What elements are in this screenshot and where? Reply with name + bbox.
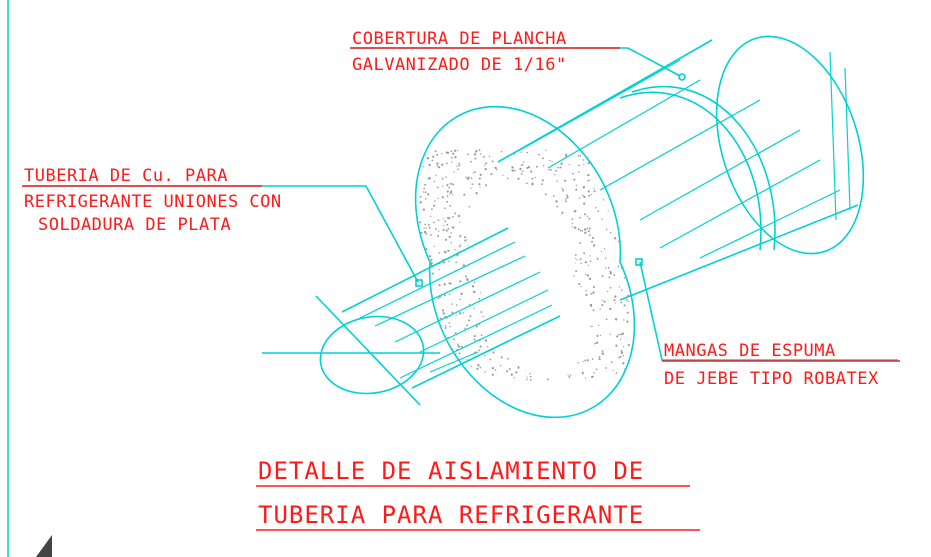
label-mangas-line2: DE JEBE TIPO ROBATEX (664, 369, 879, 389)
label-mangas-line1: MANGAS DE ESPUMA (664, 341, 836, 361)
title-line1: DETALLE DE AISLAMIENTO DE (258, 457, 644, 485)
leader-mangas (635, 258, 898, 361)
label-tuberia-line3: SOLDADURA DE PLATA (38, 215, 231, 235)
galvanized-cover (497, 35, 865, 301)
label-cobertura-line1: COBERTURA DE PLANCHA (352, 29, 567, 49)
copper-pipe (262, 227, 561, 406)
label-cobertura-line2: GALVANIZADO DE 1/16" (352, 55, 567, 75)
label-tuberia-line2: REFRIGERANTE UNIONES CON (24, 192, 282, 212)
title-line2: TUBERIA PARA REFRIGERANTE (258, 501, 644, 529)
foam-texture (419, 149, 631, 381)
label-tuberia-line1: TUBERIA DE Cu. PARA (24, 166, 228, 186)
corner-mark (36, 535, 52, 557)
